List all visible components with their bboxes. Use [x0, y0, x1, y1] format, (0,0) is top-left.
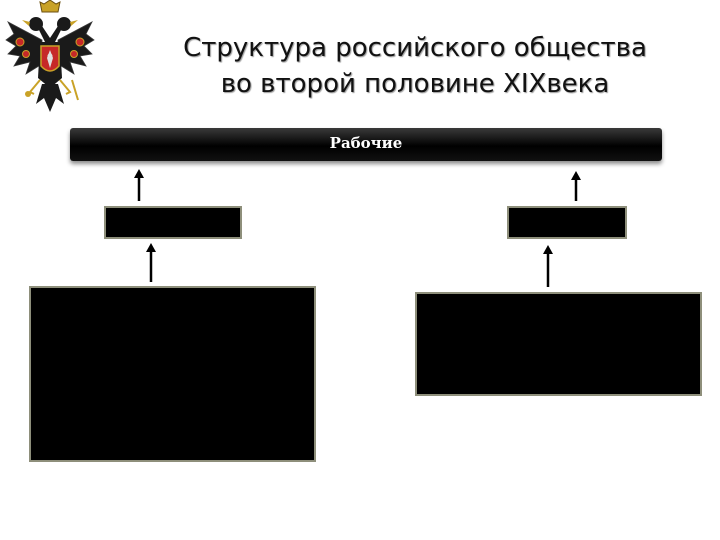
small-box-left [104, 206, 242, 239]
arrow-right-upper [571, 171, 581, 201]
slide-title: Структура российского общества во второй… [130, 30, 700, 102]
arrow-right-lower [543, 245, 553, 287]
coat-of-arms-icon [5, 0, 95, 112]
large-box-left [29, 286, 316, 462]
small-box-right [507, 206, 627, 239]
large-box-right [415, 292, 702, 396]
arrow-left-upper [134, 169, 144, 201]
title-line-1: Структура российского общества [183, 33, 647, 63]
top-category-bar: Рабочие [70, 128, 662, 161]
eagle-body [5, 0, 95, 112]
title-line-2: во второй половине XIXвека [220, 69, 610, 99]
top-category-label: Рабочие [329, 134, 403, 152]
arrow-left-lower [146, 243, 156, 282]
